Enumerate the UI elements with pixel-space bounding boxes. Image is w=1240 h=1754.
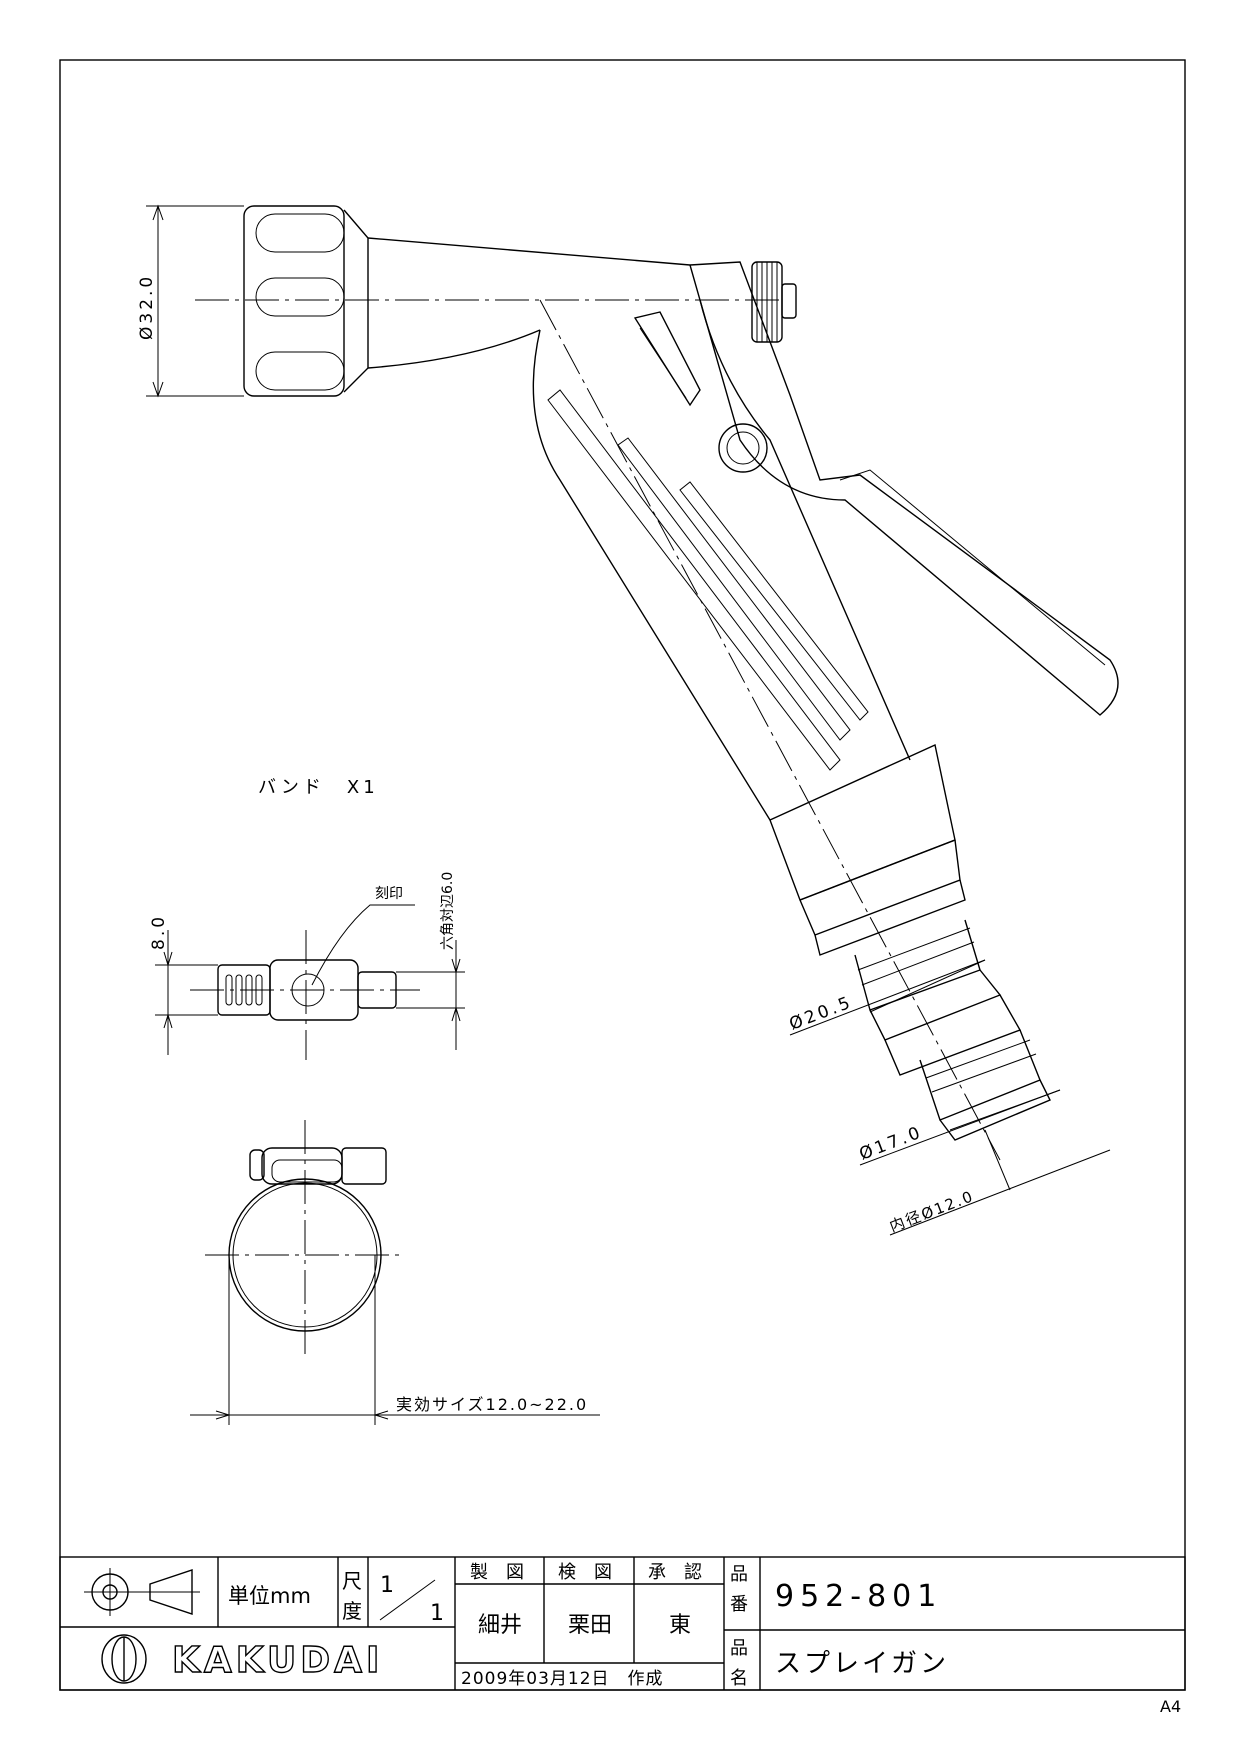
dim-20-text: Ø20.5	[787, 992, 856, 1034]
approved-by-label: 承 認	[648, 1562, 702, 1583]
dim-12-text: 内径Ø12.0	[887, 1187, 977, 1236]
band-side-view: 8.0 六角対辺6.0 刻印	[149, 872, 465, 1060]
made-by-label: 製 図	[470, 1562, 524, 1583]
company-name: KAKUDAI	[172, 1640, 383, 1681]
scale-label-2: 度	[342, 1599, 362, 1623]
checked-by-name: 栗田	[568, 1613, 612, 1638]
dimension-inner-12: 内径Ø12.0	[887, 1129, 1111, 1236]
scale-den: 1	[430, 1601, 444, 1626]
dimension-diameter-20: Ø20.5	[787, 959, 986, 1036]
band-height-text: 8.0	[149, 914, 169, 950]
spray-gun-drawing	[195, 205, 1119, 1161]
part-name-label-1: 品	[730, 1638, 748, 1659]
effective-size-text: 実効サイズ12.0~22.0	[396, 1395, 588, 1414]
part-number: 952-801	[775, 1579, 942, 1614]
projection-symbol-icon	[84, 1568, 200, 1616]
drawing-frame	[59, 59, 1186, 1691]
paper-size: A4	[1160, 1697, 1181, 1716]
part-no-label-2: 番	[730, 1594, 748, 1615]
created-date: 2009年03月12日 作成	[461, 1669, 664, 1689]
dimension-diameter-17: Ø17.0	[857, 1089, 1061, 1166]
title-block: 単位mm 尺 度 1 1 製 図 検 図 承 認 細井 栗田 東 2009年03…	[59, 1556, 1186, 1716]
kakudai-logo-icon: KAKUDAI	[101, 1634, 383, 1684]
engrave-label-text: 刻印	[375, 886, 403, 902]
scale-num: 1	[380, 1573, 394, 1598]
part-name: スプレイガン	[775, 1649, 949, 1679]
checked-by-label: 検 図	[558, 1562, 612, 1583]
band-label: バンド X1	[258, 777, 379, 798]
trigger-pivot	[718, 423, 768, 473]
made-by-name: 細井	[478, 1613, 522, 1638]
gun-nut	[243, 205, 345, 397]
hex-label-text: 六角対辺6.0	[440, 872, 456, 950]
dim-32-text: Ø32.0	[137, 274, 157, 340]
part-name-label-2: 名	[730, 1668, 748, 1689]
dimension-diameter-32: Ø32.0	[137, 204, 244, 398]
part-no-label-1: 品	[730, 1564, 748, 1585]
unit-label: 単位mm	[228, 1584, 311, 1608]
scale-label-1: 尺	[342, 1569, 362, 1593]
dim-17-text: Ø17.0	[857, 1122, 926, 1164]
band-front-view: 実効サイズ12.0~22.0	[190, 1120, 600, 1425]
approved-by-name: 東	[669, 1613, 691, 1638]
